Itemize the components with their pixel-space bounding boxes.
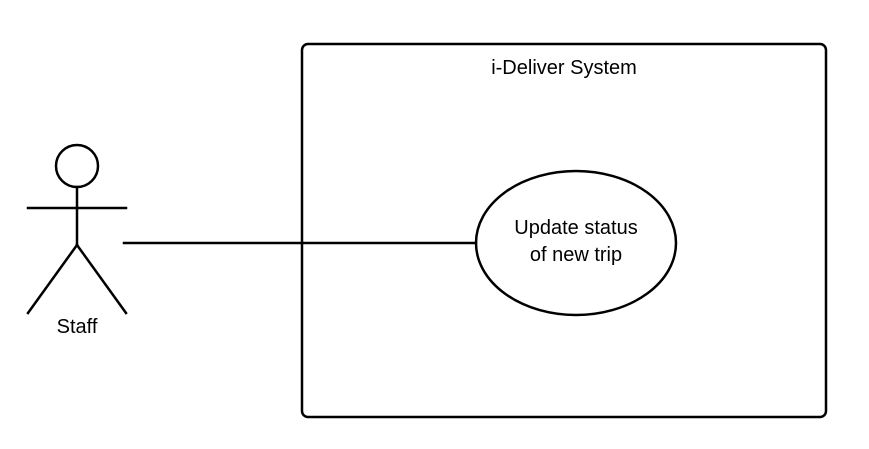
stick-figure-icon (26, 143, 128, 315)
system-boundary[interactable]: i-Deliver System (300, 42, 828, 419)
system-boundary-box (300, 42, 828, 419)
use-case-ellipse (474, 169, 678, 317)
actor-staff[interactable]: Staff (26, 143, 128, 338)
actor-left-leg (26, 243, 79, 315)
actor-right-leg (75, 243, 128, 315)
use-case-label-line2: of new trip (530, 244, 622, 266)
actor-head (54, 143, 100, 189)
system-title: i-Deliver System (491, 57, 637, 79)
use-case-label-line1: Update status (514, 217, 637, 239)
actor-label: Staff (57, 316, 98, 338)
use-case-update-status[interactable]: Update status of new trip (474, 169, 678, 317)
